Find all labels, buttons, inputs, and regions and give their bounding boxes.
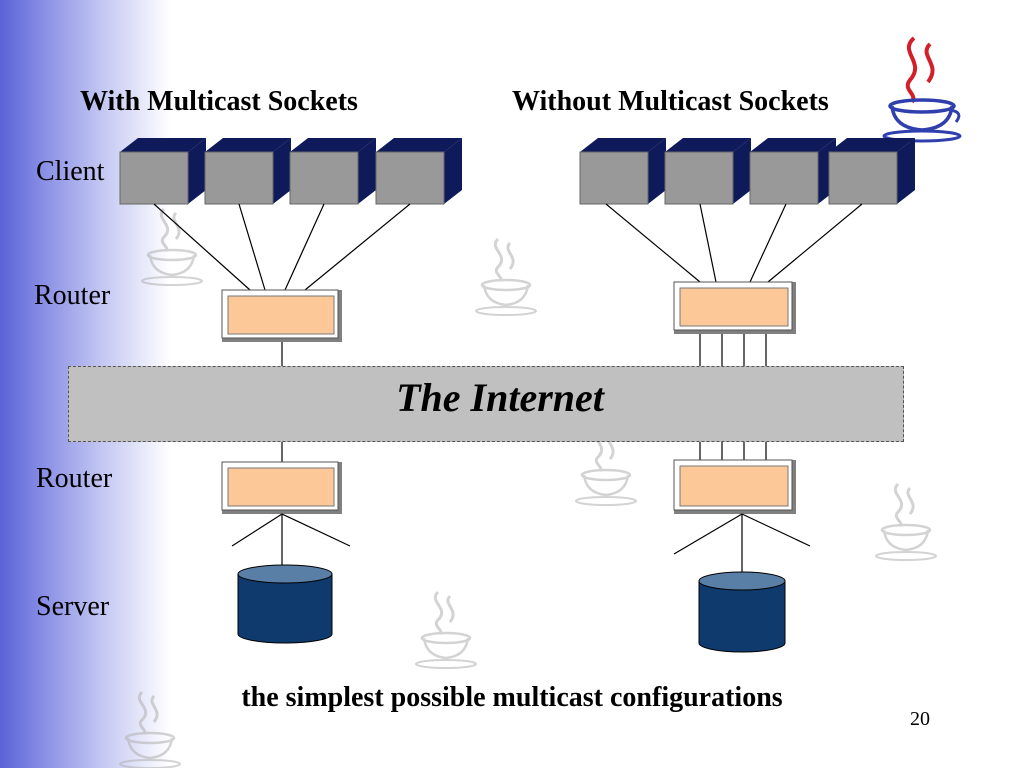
client-computer xyxy=(828,138,915,205)
client-computer xyxy=(749,138,836,205)
slide-caption: the simplest possible multicast configur… xyxy=(241,682,783,713)
java-logo-icon xyxy=(882,36,962,143)
label-router-bottom: Router xyxy=(36,463,113,494)
page-number: 20 xyxy=(910,708,930,730)
server-database-without-multicast xyxy=(698,571,786,653)
internet-band xyxy=(68,366,904,442)
client-group-without-multicast xyxy=(579,138,915,205)
label-client: Client xyxy=(36,156,105,187)
client-group-with-multicast xyxy=(119,138,462,205)
internet-label: The Internet xyxy=(396,375,604,420)
client-computer xyxy=(579,138,666,205)
client-computer xyxy=(664,138,751,205)
client-computer xyxy=(289,138,376,205)
client-computer xyxy=(204,138,291,205)
client-computer xyxy=(375,138,462,205)
client-computer xyxy=(119,138,206,205)
router-top-without-multicast xyxy=(673,281,796,334)
label-server: Server xyxy=(36,591,110,622)
server-database-with-multicast xyxy=(237,564,333,644)
router-top-with-multicast xyxy=(221,289,342,342)
router-bottom-with-multicast xyxy=(221,461,342,514)
router-bottom-without-multicast xyxy=(673,459,796,514)
heading-with-multicast: With Multicast Sockets xyxy=(80,86,358,117)
label-router-top: Router xyxy=(34,280,111,311)
server-links-without-multicast xyxy=(673,513,811,576)
server-links-with-multicast xyxy=(231,513,351,566)
heading-without-multicast: Without Multicast Sockets xyxy=(512,86,829,117)
